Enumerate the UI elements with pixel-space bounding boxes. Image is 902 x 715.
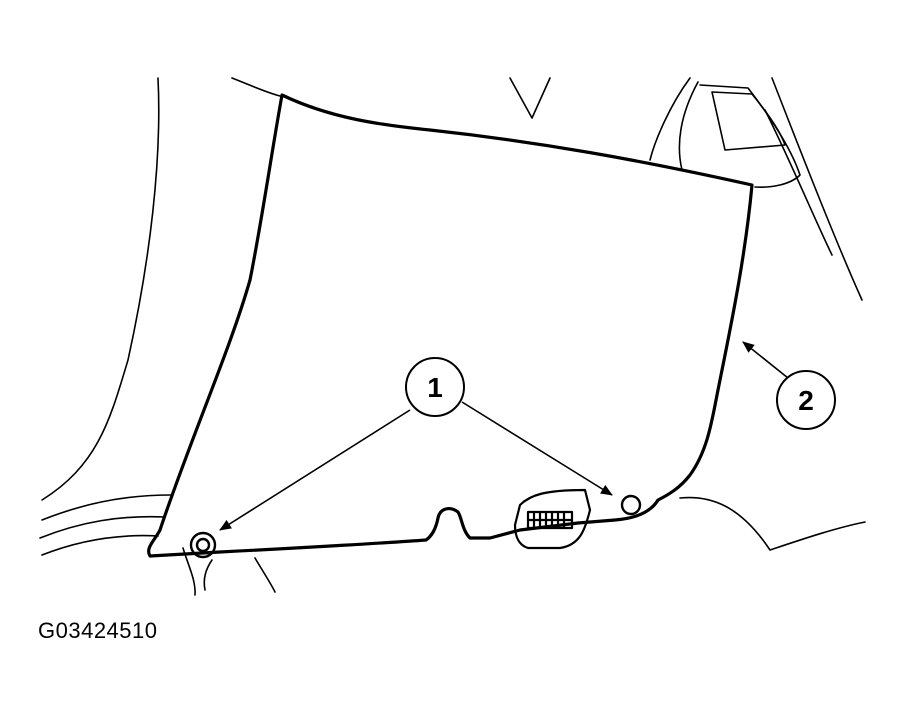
trim-panel-outline [147,93,754,558]
retaining-clip [513,488,592,550]
leader-arrow-right-fastener [461,401,613,496]
callout-leaders [219,341,789,531]
leader-arrow-left-fastener [219,409,411,531]
callout-2: 2 [776,370,836,430]
callout-1-label: 1 [427,372,443,403]
leader-arrow-trim-panel [742,341,789,379]
callout-2-label: 2 [798,385,814,416]
callout-1: 1 [405,357,465,417]
figure-id: G03424510 [38,618,158,643]
fastener-left [189,531,217,559]
vehicle-body-background [39,77,866,596]
fastener-right [620,494,642,516]
